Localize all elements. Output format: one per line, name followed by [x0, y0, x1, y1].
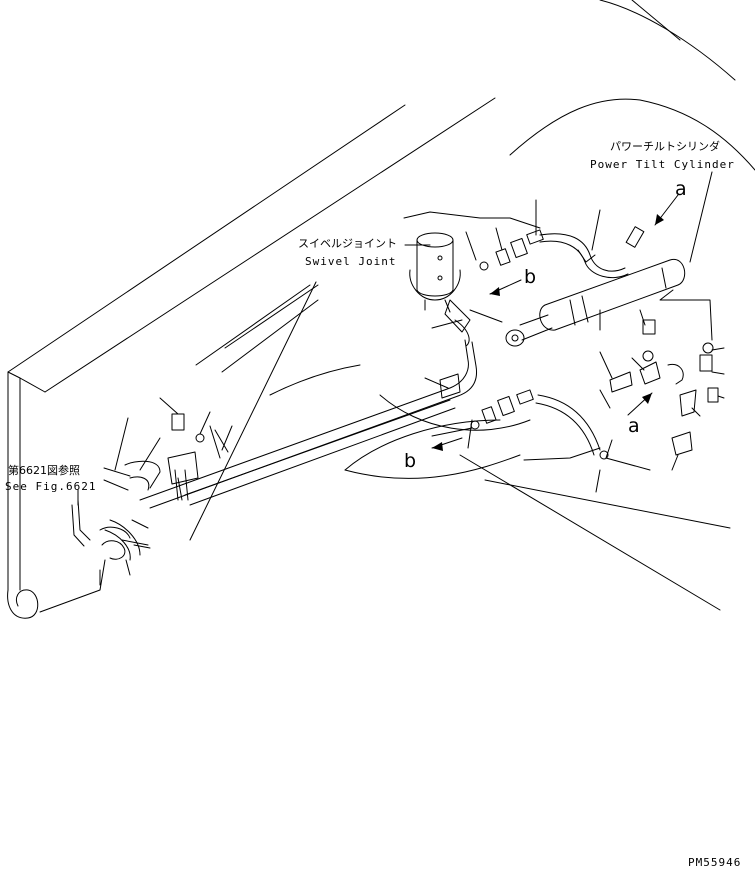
power-tilt-cylinder-label-en: Power Tilt Cylinder — [590, 158, 735, 171]
reference-arrows — [431, 194, 679, 451]
swivel-joint-label-en: Swivel Joint — [305, 255, 396, 268]
see-figure-label-en: See Fig.6621 — [5, 480, 96, 493]
power-tilt-cylinder — [505, 258, 686, 347]
reference-b-top: b — [524, 266, 536, 288]
reference-a-top: a — [675, 178, 687, 200]
leader-lines — [77, 171, 725, 586]
see-figure-label-jp: 第6621図参照 — [8, 463, 80, 477]
reference-a-bottom: a — [628, 415, 640, 437]
swivel-joint-label-jp: スイベルジョイント — [298, 237, 397, 250]
swivel-joint — [409, 232, 461, 313]
hydraulic-piping — [104, 233, 629, 561]
drawing-number: PM55946 — [688, 856, 741, 869]
blade-frame — [7, 0, 755, 619]
power-tilt-cylinder-label-jp: パワーチルトシリンダ — [610, 139, 720, 153]
fittings — [71, 226, 719, 560]
reference-b-bottom: b — [404, 450, 416, 472]
